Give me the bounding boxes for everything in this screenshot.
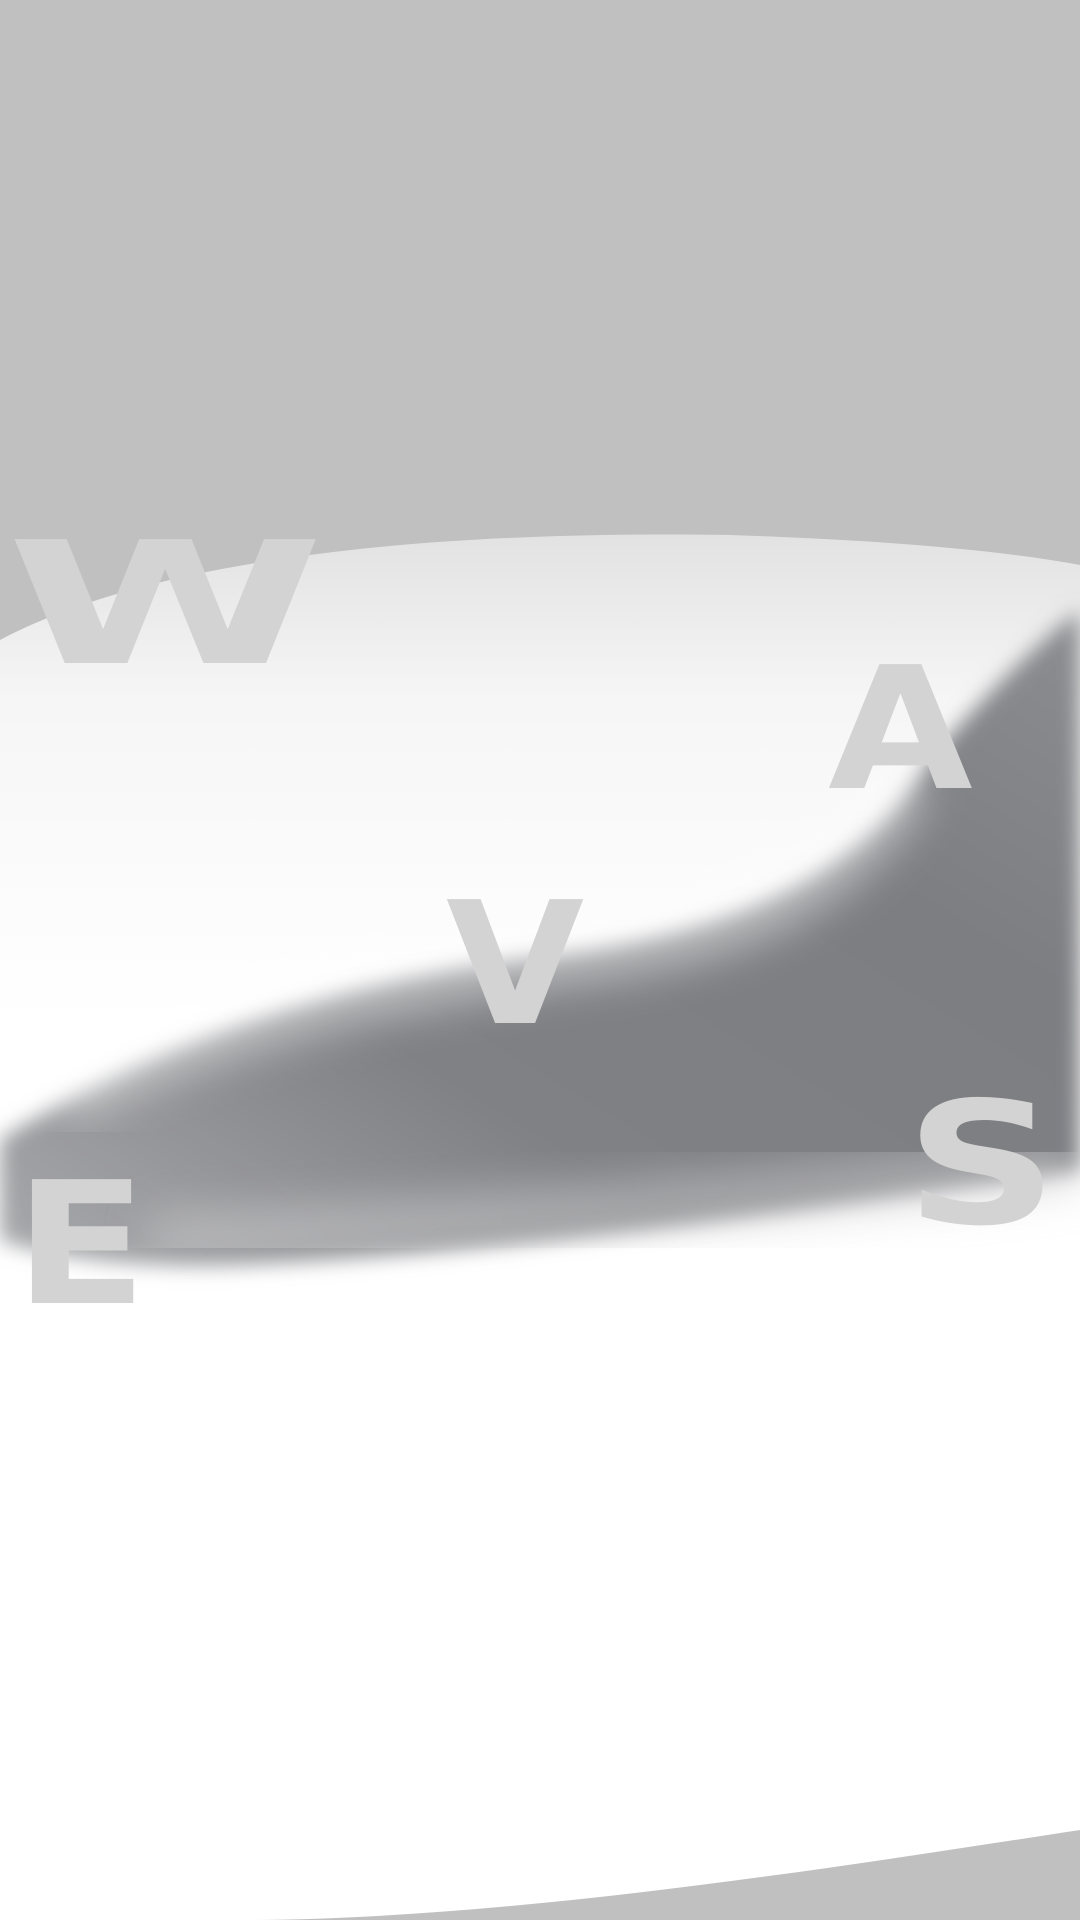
wave-shadow [148, 1135, 1080, 1265]
letter-a: A [828, 631, 973, 829]
letter-w: W [6, 506, 325, 704]
dark-wave-band [0, 610, 1080, 1266]
wave-highlight [51, 770, 928, 1119]
letter-e: E [14, 1146, 148, 1344]
letter-v: V [446, 866, 585, 1064]
letter-s: S [905, 1066, 1059, 1264]
